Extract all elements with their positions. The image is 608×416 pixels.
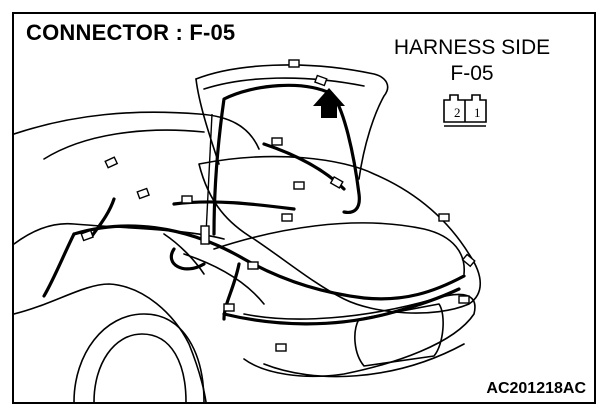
connector-block [181, 195, 193, 204]
connector-block [104, 156, 119, 169]
car-harness-illustration: 2 1 [14, 59, 487, 402]
car-lower-body [14, 283, 207, 402]
tail-light-curve [163, 233, 205, 275]
connector-id-label: F-05 [450, 62, 494, 85]
connector-block [329, 175, 344, 189]
connector-block [293, 181, 305, 190]
harness-lid-rh [330, 92, 361, 215]
harness-down [222, 262, 241, 321]
connector-block [461, 253, 476, 268]
harness-lid-main [212, 83, 334, 236]
connector-block [223, 303, 235, 312]
harness-loop [169, 247, 206, 271]
connector-block [271, 137, 283, 146]
trunk-lid-side [195, 78, 220, 165]
connector-block [281, 213, 293, 222]
license-plate-recess [354, 303, 444, 367]
pin-2: 2 [454, 105, 461, 120]
trunk-lid-inner [203, 77, 365, 90]
lid-cable-end [200, 225, 210, 245]
trunk-floor [213, 222, 465, 275]
trunk-lid [195, 64, 389, 180]
harness-bumper [222, 287, 461, 326]
bumper-lower [263, 343, 465, 378]
car-side-body [14, 222, 225, 245]
connector-block [314, 74, 328, 87]
harness-left-side [42, 232, 76, 298]
harness-left-upper [90, 197, 116, 238]
connector-block [136, 187, 150, 200]
car-rear-window [43, 129, 205, 160]
rear-wheel-arch [73, 313, 205, 402]
figure-code: AC201218AC [486, 380, 586, 397]
rear-wheel-inner [93, 333, 187, 402]
connector-title: CONNECTOR : F-05 [26, 20, 236, 45]
connector-block [288, 59, 300, 68]
diagram-frame: CONNECTOR : F-05 HARNESS SIDE F-05 [12, 12, 596, 404]
harness-main-rear [72, 224, 466, 301]
f05-connector-diagram [443, 94, 487, 127]
fender-line [183, 253, 265, 305]
pin-1: 1 [474, 105, 481, 120]
connector-block [438, 213, 450, 222]
connector-block [458, 295, 470, 304]
connector-block [275, 343, 287, 352]
connector-block [80, 229, 94, 242]
f05-pointer-arrow [313, 88, 345, 118]
harness-side-label: HARNESS SIDE [393, 36, 551, 59]
car-roof-line [14, 111, 260, 150]
connector-block [247, 261, 259, 270]
lid-cable [205, 113, 213, 235]
